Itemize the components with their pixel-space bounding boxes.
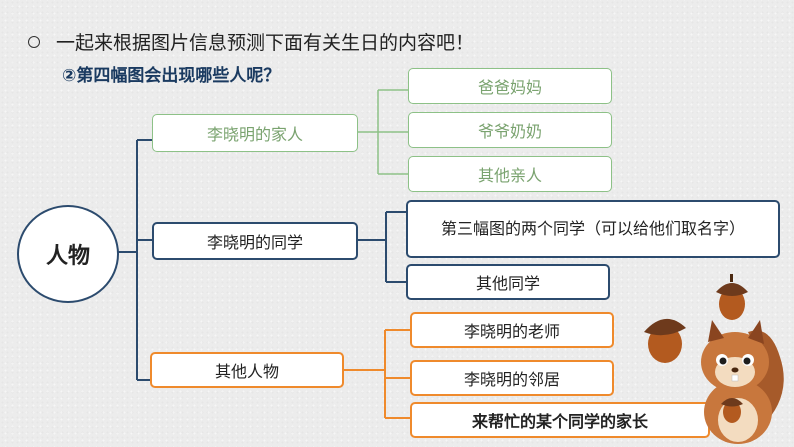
classmates-child-others: 其他同学	[406, 264, 610, 300]
family-child-relatives: 其他亲人	[408, 156, 612, 192]
prompt-line: 一起来根据图片信息预测下面有关生日的内容吧！	[28, 28, 474, 55]
squirrel-with-acorns-icon	[644, 274, 784, 444]
question-text: ②第四幅图会出现哪些人呢？	[62, 66, 281, 86]
family-child-parents: 爸爸妈妈	[408, 68, 612, 104]
root-node: 人物	[17, 205, 119, 303]
others-child-neighbor: 李晓明的邻居	[410, 360, 614, 396]
acorn-icon-middle	[644, 318, 686, 363]
classmates-child-two-classmates: 第三幅图的两个同学（可以给他们取名字）	[406, 200, 780, 258]
branch-others: 其他人物	[150, 352, 344, 388]
root-bracket	[117, 139, 152, 381]
others-bracket	[343, 329, 410, 419]
acorn-icon-top	[716, 274, 748, 320]
prompt-text: 一起来根据图片信息预测下面有关生日的内容吧！	[56, 32, 475, 54]
family-child-grandparents: 爷爷奶奶	[408, 112, 612, 148]
family-bracket	[357, 89, 408, 175]
acorn-icon-held	[721, 398, 743, 423]
branch-family: 李晓明的家人	[152, 114, 358, 152]
classmates-bracket	[358, 211, 406, 283]
branch-classmates: 李晓明的同学	[152, 222, 358, 260]
hollow-circle-bullet-icon	[28, 35, 40, 48]
others-child-teacher: 李晓明的老师	[410, 312, 614, 348]
